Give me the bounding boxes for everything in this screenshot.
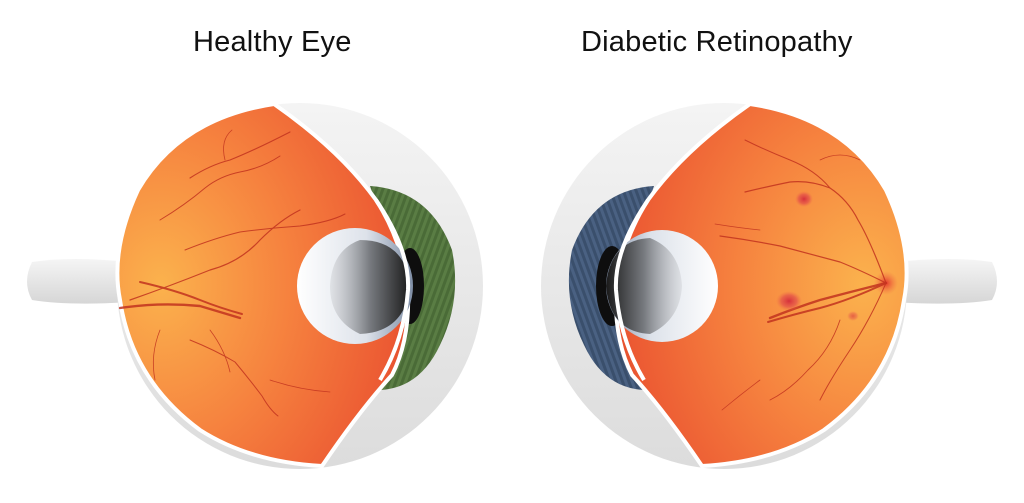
diabetic-retinopathy-title: Diabetic Retinopathy xyxy=(581,26,853,58)
pupil-shading xyxy=(606,238,682,334)
hemorrhage-lesion xyxy=(847,311,859,321)
hemorrhage-lesion xyxy=(795,191,813,207)
optic-nerve xyxy=(27,259,130,304)
healthy-eye-title: Healthy Eye xyxy=(193,26,352,58)
retinal-vessels xyxy=(714,139,888,411)
hemorrhage-lesion xyxy=(776,291,802,311)
pupil-shading xyxy=(330,240,410,334)
retinal-vessels xyxy=(118,129,346,417)
healthy-eye-illustration xyxy=(27,101,483,469)
diabetic-eye-illustration xyxy=(541,101,997,469)
optic-nerve xyxy=(894,259,997,304)
